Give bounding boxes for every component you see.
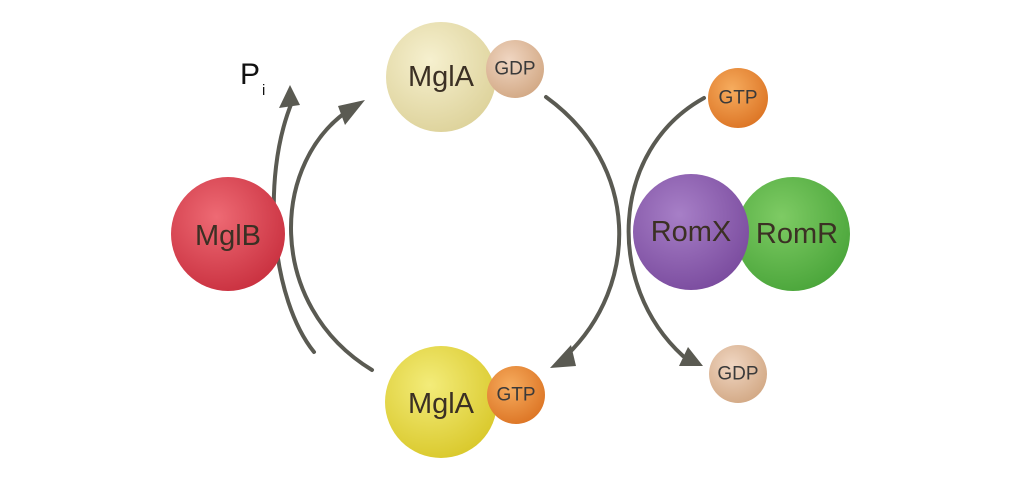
romx-circle [633,174,749,290]
mgla-gdp-complex: MglA GDP [386,22,544,132]
mglb-node: MglB [171,177,285,291]
bound-gtp-circle [487,366,545,424]
romr-label: RomR [756,218,838,250]
arrowhead-to-mgla-gdp [338,100,365,125]
pi-label-group: P i [240,58,265,99]
romx-label: RomX [651,216,732,248]
free-gdp-circle [709,345,767,403]
free-gtp-node: GTP [708,68,768,128]
romx-romr-complex: RomX RomR [633,174,850,291]
romr-circle [736,177,850,291]
pi-subscript: i [262,82,265,99]
arrow-gdp-to-gtp-exchange [544,95,622,358]
free-gdp-node: GDP [709,345,767,403]
bound-gdp-label: GDP [494,59,535,80]
arrows [271,95,706,372]
arrowhead-to-free-gdp [679,347,703,366]
mgla-gdp-circle [386,22,496,132]
free-gdp-label: GDP [717,364,758,385]
bound-gdp-circle [486,40,544,98]
mgla-gtp-circle [385,346,497,458]
bound-gtp-label: GTP [496,385,535,406]
arrowhead-to-mgla-gtp [550,345,576,368]
arrow-gtp-in-gdp-out [626,96,706,358]
arrowhead-to-pi [279,85,300,108]
arrowheads [279,85,703,368]
mglb-label: MglB [195,220,261,252]
mgla-gdp-label: MglA [408,61,475,93]
arrow-mgla-activation-to-gdp [289,106,374,372]
mgla-gtp-complex: MglA GTP [385,346,545,458]
free-gtp-label: GTP [718,88,757,109]
mgla-gtp-label: MglA [408,388,475,420]
free-gtp-circle [708,68,768,128]
mglb-circle [171,177,285,291]
pi-label: P [240,58,260,91]
